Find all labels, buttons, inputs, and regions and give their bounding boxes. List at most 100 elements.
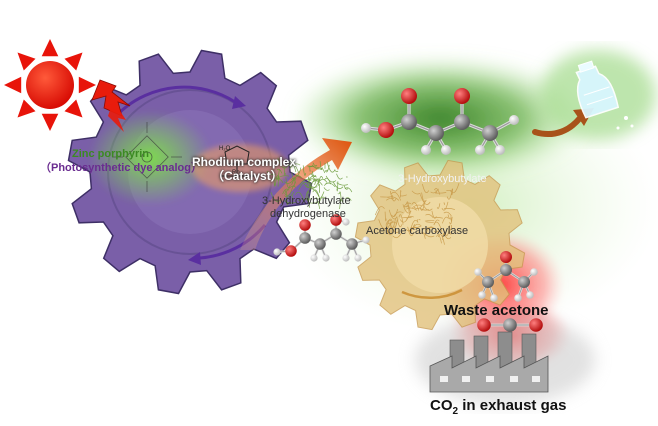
enzyme-strand bbox=[345, 197, 352, 201]
enzyme-strand bbox=[411, 190, 421, 195]
hydrogen-atom bbox=[495, 145, 505, 155]
enzyme-strand bbox=[386, 197, 395, 201]
acetone-molecule bbox=[474, 251, 538, 302]
sun-ray bbox=[64, 99, 83, 118]
hydrogen-atom bbox=[441, 145, 451, 155]
plastic-bottle-icon bbox=[575, 60, 620, 119]
enzyme-strand bbox=[374, 206, 385, 216]
tan-rotation-arrow bbox=[401, 288, 463, 300]
carbon-atom bbox=[482, 276, 494, 288]
enzyme-strand bbox=[446, 188, 453, 200]
carbon-atom bbox=[454, 114, 470, 130]
enzyme-strand bbox=[449, 225, 453, 231]
oxygen-atom bbox=[285, 245, 297, 257]
hbd-enzyme-label-line1: 3-Hydroxybutylate bbox=[262, 195, 351, 207]
enzyme-strand bbox=[407, 226, 414, 237]
enzyme-strand bbox=[449, 182, 460, 194]
enzyme-strand bbox=[332, 181, 344, 189]
enzyme-strand bbox=[343, 185, 349, 190]
rhodium-complex-label: Rhodium complex bbox=[192, 155, 297, 169]
enzyme-strand bbox=[393, 219, 398, 228]
bottle-sparkle bbox=[630, 124, 634, 128]
catalyst-atom-rh: Rh bbox=[232, 170, 240, 176]
enzyme-strand bbox=[431, 210, 437, 219]
enzyme-strand bbox=[441, 201, 449, 211]
zinc-porphyrin-subtitle: （Photosynthetic dye analog） bbox=[40, 162, 202, 174]
hydrogen-atom bbox=[526, 291, 534, 299]
enzyme-strand bbox=[443, 208, 456, 210]
oxygen-atom bbox=[401, 88, 417, 104]
enzyme-strand bbox=[425, 214, 434, 218]
hydrogen-atom bbox=[342, 254, 350, 262]
enzyme-strand bbox=[309, 198, 313, 200]
enzyme-strand bbox=[285, 177, 291, 188]
enzyme-strand bbox=[288, 163, 300, 174]
enzyme-strand bbox=[282, 188, 290, 195]
hydrogen-atom bbox=[310, 254, 318, 262]
zinc-porphyrin-label: Zinc porphyrin bbox=[72, 148, 149, 160]
enzyme-strand bbox=[412, 204, 422, 208]
hydrogen-atom bbox=[362, 236, 370, 244]
purple-arrowhead-bottom bbox=[188, 252, 201, 265]
enzyme-strand bbox=[391, 209, 399, 218]
enzyme-strand bbox=[309, 201, 320, 204]
enzyme-strand bbox=[442, 216, 449, 224]
carbon-atom bbox=[482, 125, 498, 141]
enzyme-strand bbox=[284, 190, 288, 201]
carbon-atom bbox=[503, 318, 517, 332]
enzyme-strand bbox=[266, 170, 277, 176]
sun-ray bbox=[64, 52, 83, 71]
enzyme-strand bbox=[336, 173, 343, 180]
hydrogen-atom bbox=[421, 145, 431, 155]
co2-prefix: CO bbox=[430, 397, 453, 414]
enzyme-strand bbox=[273, 175, 276, 187]
enzyme-strand bbox=[419, 194, 431, 205]
enzyme-strand bbox=[297, 198, 301, 202]
sun-ray bbox=[4, 76, 22, 94]
orange-reaction-arrow bbox=[240, 138, 352, 250]
enzyme-strand bbox=[449, 216, 453, 225]
purple-arrowhead-top bbox=[232, 96, 246, 109]
enzyme-strand bbox=[291, 175, 302, 185]
enzyme-strand bbox=[291, 172, 297, 181]
enzyme-strand bbox=[284, 191, 295, 198]
enzyme-strand bbox=[311, 170, 317, 177]
enzyme-strand bbox=[318, 196, 326, 205]
oxygen-atom bbox=[529, 318, 543, 332]
enzyme-strand bbox=[299, 178, 312, 185]
enzyme-strand bbox=[405, 223, 415, 232]
enzyme-strand bbox=[276, 168, 283, 174]
sun-ray bbox=[41, 39, 59, 57]
hydrogen-atom bbox=[509, 115, 519, 125]
hbd-enzyme-label-line2: dehydrogenase bbox=[270, 208, 346, 220]
enzyme-strand bbox=[308, 176, 310, 186]
enzyme-strand bbox=[308, 184, 318, 188]
enzyme-strand bbox=[384, 211, 387, 222]
enzyme-strand bbox=[287, 161, 297, 173]
rhodium-glow bbox=[192, 144, 288, 192]
enzyme-strand bbox=[387, 218, 393, 226]
tan-gear-hub bbox=[392, 197, 488, 293]
enzyme-strand bbox=[295, 191, 305, 203]
bottle-sparkle bbox=[616, 126, 620, 130]
carbon-atom bbox=[500, 264, 512, 276]
hydrogen-atom bbox=[322, 254, 330, 262]
hydrogen-atom bbox=[342, 218, 350, 226]
oxygen-atom bbox=[378, 122, 394, 138]
porphyrin-structure-icon bbox=[112, 122, 182, 192]
enzyme-strand bbox=[303, 198, 311, 208]
co2-molecule bbox=[477, 318, 543, 332]
enzyme-strand bbox=[392, 228, 400, 233]
enzyme-strand bbox=[323, 182, 331, 186]
enzyme-strand bbox=[292, 195, 294, 202]
hydrogen-atom bbox=[354, 254, 362, 262]
co2-subscript: 2 bbox=[452, 406, 459, 417]
enzyme-strand bbox=[421, 192, 427, 203]
enzyme-strand bbox=[422, 203, 433, 211]
enzyme-strand bbox=[378, 219, 388, 230]
enzyme-strand bbox=[436, 203, 441, 209]
enzyme-strand bbox=[284, 185, 294, 196]
enzyme-strand bbox=[323, 187, 330, 191]
sun-ray bbox=[17, 52, 36, 71]
